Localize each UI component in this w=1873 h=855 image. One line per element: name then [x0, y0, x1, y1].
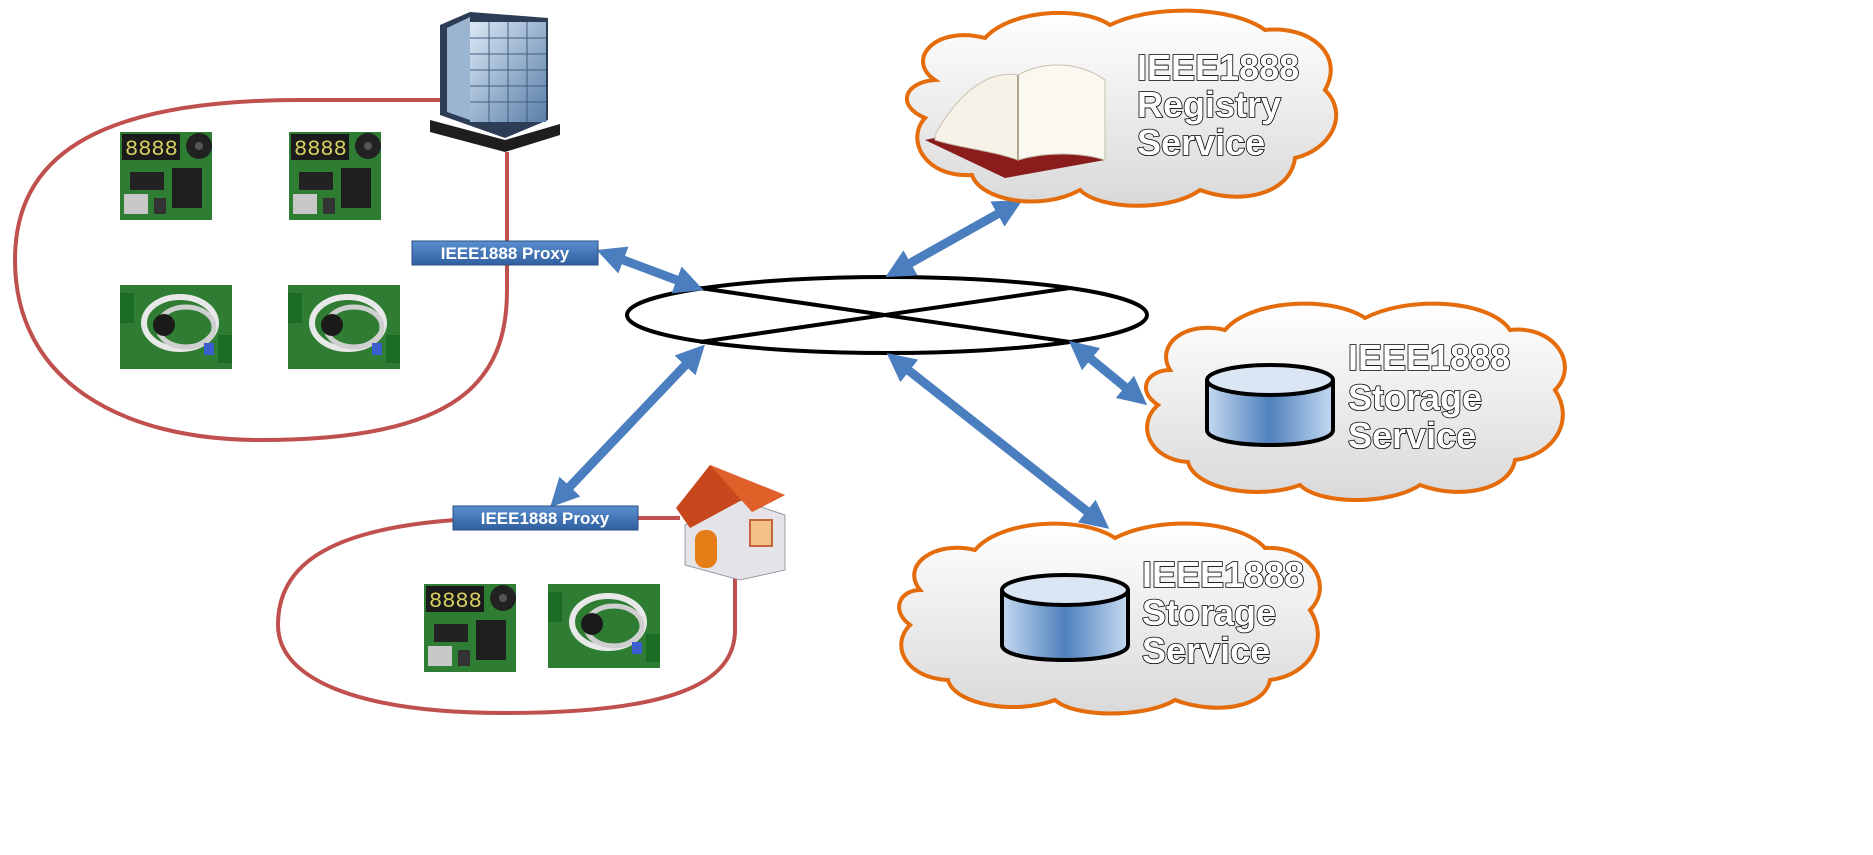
- house-icon: [676, 465, 786, 581]
- service-title-line: Registry: [1137, 84, 1281, 125]
- service-title-line: Storage: [1142, 592, 1276, 633]
- sensor-board-display-icon: [289, 132, 381, 220]
- sensor-board-display-icon: [424, 584, 516, 672]
- database-icon: [1205, 363, 1335, 447]
- service-title-line: Service: [1348, 415, 1476, 456]
- service-title-line: Service: [1142, 630, 1270, 671]
- registry-service-cloud: IEEE1888 Registry Service: [904, 8, 1339, 208]
- storage-service-cloud-bottom: IEEE1888 Storage Service: [897, 521, 1322, 716]
- service-title-line: IEEE1888: [1137, 47, 1299, 88]
- sensor-board-display-icon: [120, 132, 212, 220]
- service-title-line: IEEE1888: [1142, 554, 1304, 595]
- service-title-line: Service: [1137, 122, 1265, 163]
- proxy-label: IEEE1888 Proxy: [481, 509, 610, 528]
- service-title-line: IEEE1888: [1348, 337, 1510, 378]
- home-proxy: IEEE1888 Proxy: [452, 505, 639, 531]
- arrow-storage-bottom: [886, 353, 1110, 529]
- storage-service-cloud-right: IEEE1888 Storage Service: [1144, 301, 1567, 502]
- arrow-home-proxy: [550, 344, 705, 508]
- building-proxy: IEEE1888 Proxy: [411, 240, 599, 266]
- home-site-boundary: [275, 518, 737, 716]
- office-building-icon: [430, 12, 560, 152]
- sensor-board-coil-icon: [120, 285, 232, 369]
- proxy-label: IEEE1888 Proxy: [441, 244, 570, 263]
- arrow-building-proxy: [596, 246, 704, 294]
- service-title-line: Storage: [1348, 377, 1482, 418]
- arrow-storage-right: [1068, 340, 1148, 406]
- sensor-board-coil-icon: [548, 584, 660, 668]
- internet-cloud-ellipse: [625, 275, 1149, 355]
- connection-arrows: [550, 199, 1148, 529]
- building-site-boundary: [12, 98, 509, 443]
- sensor-board-coil-icon: [288, 285, 400, 369]
- arrow-registry: [885, 199, 1023, 278]
- book-icon: [925, 64, 1106, 178]
- database-icon: [1000, 573, 1130, 662]
